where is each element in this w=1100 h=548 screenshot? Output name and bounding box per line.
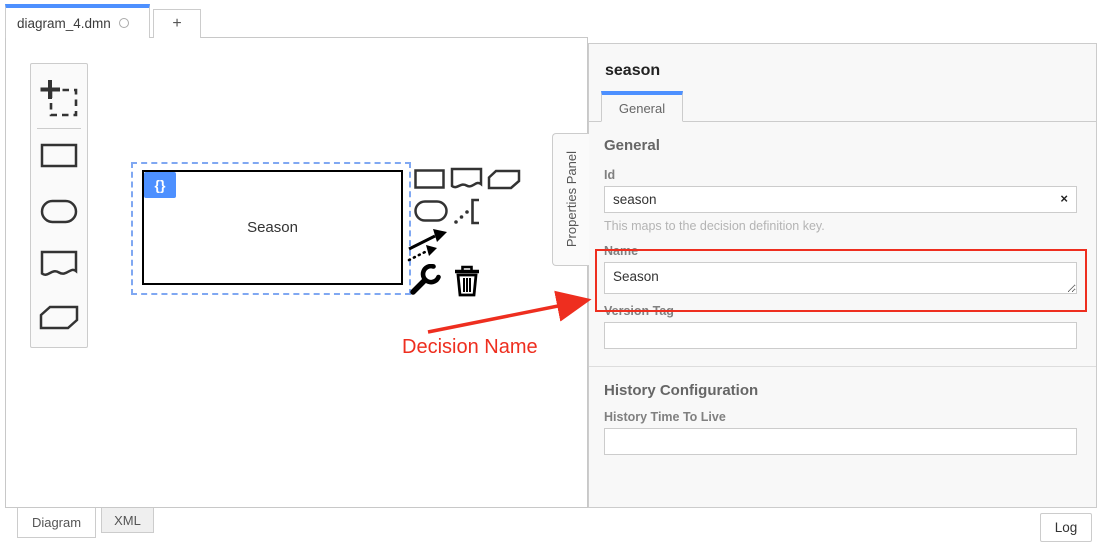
name-textarea[interactable]: Season xyxy=(604,262,1077,294)
literal-expression-icon: {} xyxy=(154,177,166,193)
lasso-tool-icon xyxy=(40,80,78,117)
input-data-icon xyxy=(414,200,448,222)
tab-diagram[interactable]: Diagram xyxy=(17,508,96,538)
section-divider xyxy=(589,366,1096,367)
ctx-append-knowledge-source[interactable] xyxy=(450,167,483,196)
log-button[interactable]: Log xyxy=(1040,513,1092,542)
ctx-change-type[interactable] xyxy=(409,263,445,301)
properties-panel-toggle[interactable]: Properties Panel xyxy=(552,133,589,266)
text-annotation-icon xyxy=(454,198,479,225)
create-input-data[interactable] xyxy=(31,199,87,224)
lasso-tool[interactable] xyxy=(31,78,87,118)
decision-element[interactable]: Season xyxy=(142,170,403,285)
history-ttl-label: History Time To Live xyxy=(604,410,726,424)
create-decision[interactable] xyxy=(31,143,87,168)
palette xyxy=(30,63,88,348)
selection-outline xyxy=(131,162,411,295)
id-input[interactable] xyxy=(604,186,1077,213)
version-tag-field-group: Version Tag xyxy=(604,304,1077,349)
properties-panel: season General General Id × This maps to… xyxy=(588,43,1097,508)
decision-type-badge[interactable]: {} xyxy=(144,172,176,198)
history-ttl-input[interactable] xyxy=(604,428,1077,455)
id-help-text: This maps to the decision definition key… xyxy=(604,219,825,233)
knowledge-source-icon xyxy=(40,250,78,276)
file-tab-label: diagram_4.dmn xyxy=(17,15,111,31)
ctx-delete[interactable] xyxy=(452,264,482,303)
new-tab-button[interactable]: + xyxy=(153,9,201,38)
history-ttl-field-group: History Time To Live xyxy=(604,410,1077,455)
file-tab-diagram4[interactable]: diagram_4.dmn xyxy=(5,4,150,38)
trash-icon xyxy=(455,265,479,297)
ctx-append-business-knowledge-model[interactable] xyxy=(487,169,521,195)
properties-tab-bar: General xyxy=(589,91,1096,122)
plus-icon: + xyxy=(172,15,182,32)
ctx-append-text-annotation[interactable] xyxy=(453,196,481,231)
section-history-heading: History Configuration xyxy=(604,382,759,399)
create-business-knowledge-model[interactable] xyxy=(31,305,87,330)
annotation-text: Decision Name xyxy=(402,336,538,358)
version-tag-input[interactable] xyxy=(604,322,1077,349)
name-label: Name xyxy=(604,244,639,258)
unsaved-indicator-icon xyxy=(118,18,129,28)
ctx-append-input-data[interactable] xyxy=(414,200,448,227)
decision-label: Season xyxy=(247,219,298,236)
id-field-group: Id × This maps to the decision definitio… xyxy=(604,168,1077,233)
clear-icon[interactable]: × xyxy=(1060,191,1068,206)
business-knowledge-model-icon xyxy=(39,305,79,330)
knowledge-source-icon xyxy=(450,167,483,189)
create-knowledge-source[interactable] xyxy=(31,250,87,280)
name-field-group: Name Season xyxy=(604,244,1077,294)
connect-icon xyxy=(407,229,447,262)
tab-xml[interactable]: XML xyxy=(101,508,154,533)
decision-icon xyxy=(40,143,78,168)
wrench-icon xyxy=(410,263,441,295)
section-general-heading: General xyxy=(604,137,660,154)
id-label: Id xyxy=(604,168,616,182)
input-data-icon xyxy=(40,199,78,224)
tab-general[interactable]: General xyxy=(601,91,683,122)
business-knowledge-model-icon xyxy=(487,169,521,190)
palette-separator xyxy=(37,128,81,129)
decision-icon xyxy=(414,169,445,189)
ctx-append-decision[interactable] xyxy=(414,169,445,194)
properties-title: season xyxy=(605,62,661,79)
version-tag-label: Version Tag xyxy=(604,304,674,318)
ctx-connect[interactable] xyxy=(406,227,452,268)
properties-content: General Id × This maps to the decision d… xyxy=(589,122,1096,455)
